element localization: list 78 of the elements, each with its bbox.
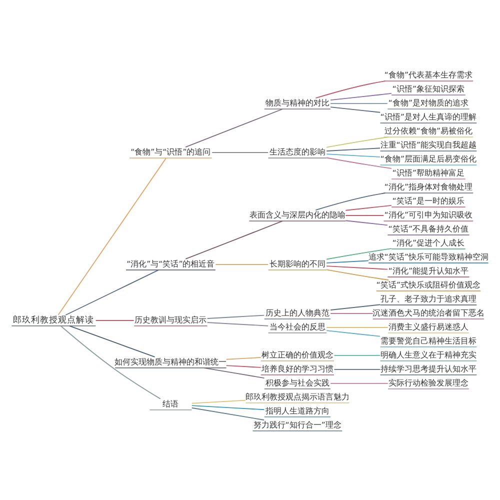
connector bbox=[191, 404, 265, 410]
connector bbox=[326, 147, 380, 151]
node-text: 表面含义与深层内化的隐喻 bbox=[249, 210, 346, 219]
node-text: “食物”层面满足后易变俗化 bbox=[380, 154, 476, 163]
connector bbox=[345, 214, 384, 216]
connector bbox=[204, 366, 265, 378]
node-text: “消化”可引申为知识吸收 bbox=[384, 210, 472, 219]
connector bbox=[191, 399, 246, 404]
connector bbox=[185, 220, 283, 259]
node-text: “笑话”是一时的娱乐 bbox=[392, 196, 464, 205]
connector bbox=[345, 220, 388, 226]
connector bbox=[330, 92, 392, 100]
node-text: “识悟”象征知识探索 bbox=[392, 84, 464, 93]
connector bbox=[60, 325, 161, 399]
node-text: 郎玖利教授观点揭示语言魅力 bbox=[245, 392, 350, 401]
node-text: “笑话”式快乐或阻碍价值观念 bbox=[376, 280, 480, 289]
connector bbox=[326, 248, 392, 260]
connector bbox=[345, 204, 392, 210]
node-text: 注重“识悟”能实现自我超越 bbox=[380, 140, 476, 149]
node-text: “笑话”不具备持久价值 bbox=[388, 224, 468, 233]
connector bbox=[330, 106, 381, 112]
connector bbox=[326, 136, 390, 148]
node-text: 郎玖利教授观点解读 bbox=[13, 315, 94, 326]
connector bbox=[185, 108, 283, 147]
connector bbox=[326, 156, 392, 168]
connector bbox=[191, 406, 264, 420]
node-text: 持续学习思考提升认知水平 bbox=[380, 364, 476, 373]
connector bbox=[334, 368, 381, 370]
connector bbox=[326, 153, 380, 157]
connector bbox=[326, 268, 390, 280]
node-text: 追求“笑话”快乐可能导致精神空洞 bbox=[368, 252, 488, 261]
node-text: 实际行动检验发展理念 bbox=[388, 378, 468, 387]
connector bbox=[315, 192, 386, 210]
connector bbox=[226, 356, 262, 360]
connector bbox=[330, 382, 388, 384]
node-text: “识悟”帮助精神富足 bbox=[392, 168, 464, 177]
node-text: 沉迷酒色犬马的统治者留下恶名 bbox=[372, 308, 484, 317]
node-text: 过分依赖“食物”易被俗化 bbox=[384, 126, 472, 135]
node-text: 孔子、老子致力于追求真理 bbox=[380, 294, 476, 303]
node-text: 结语 bbox=[162, 398, 179, 408]
node-text: “食物”代表基本生存需求 bbox=[384, 70, 472, 79]
node-text: “识悟”是对人生真谛的理解 bbox=[380, 112, 476, 121]
node-text: “消化”能提升认知水平 bbox=[388, 266, 468, 275]
connector bbox=[330, 102, 388, 104]
connector bbox=[326, 260, 369, 263]
node-text: 生活态度的影响 bbox=[269, 146, 326, 156]
node-text: 历史教训与现实启示 bbox=[134, 314, 207, 324]
connector bbox=[330, 312, 374, 314]
connector bbox=[58, 157, 166, 315]
connector bbox=[65, 269, 159, 315]
node-text: 历史上的人物典范 bbox=[265, 308, 330, 317]
node-text: 需要警觉自己精神生活目标 bbox=[380, 336, 476, 345]
node-text: 长期影响的不同 bbox=[269, 258, 326, 268]
connector bbox=[69, 325, 156, 357]
node-text: “消化”与“笑话”的相近音 bbox=[126, 258, 215, 268]
node-text: “消化”指身体对食物处理 bbox=[384, 182, 472, 191]
connector bbox=[326, 326, 388, 328]
connector bbox=[334, 354, 381, 356]
node-text: “食物”与“识悟”的追问 bbox=[130, 146, 211, 156]
node-text: 积极参与社会实践 bbox=[265, 378, 330, 387]
connector bbox=[226, 364, 262, 368]
connector bbox=[206, 322, 269, 326]
node-text: 指明人生道路方向 bbox=[265, 406, 330, 415]
node-text: “食物”是对物质的追求 bbox=[388, 98, 468, 107]
connector bbox=[326, 265, 388, 270]
connector bbox=[315, 80, 386, 98]
node-text: 树立正确的价值观念 bbox=[261, 350, 334, 359]
connector bbox=[206, 314, 265, 318]
node-text: 当今社会的反思 bbox=[269, 322, 326, 331]
node-text: 努力践行“知行合一”理念 bbox=[253, 420, 342, 429]
node-text: 明确人生意义在于精神充实 bbox=[380, 350, 476, 359]
connector bbox=[330, 304, 381, 310]
node-text: 消费主义盛行易迷惑人 bbox=[388, 322, 468, 331]
node-text: 培养良好的学习习惯 bbox=[261, 364, 334, 373]
node-text: 如何实现物质与精神的和谐统一 bbox=[114, 356, 227, 366]
node-text: “消化”促进个人成长 bbox=[392, 238, 464, 247]
connector bbox=[326, 330, 380, 336]
node-text: 物质与精神的对比 bbox=[265, 98, 330, 107]
